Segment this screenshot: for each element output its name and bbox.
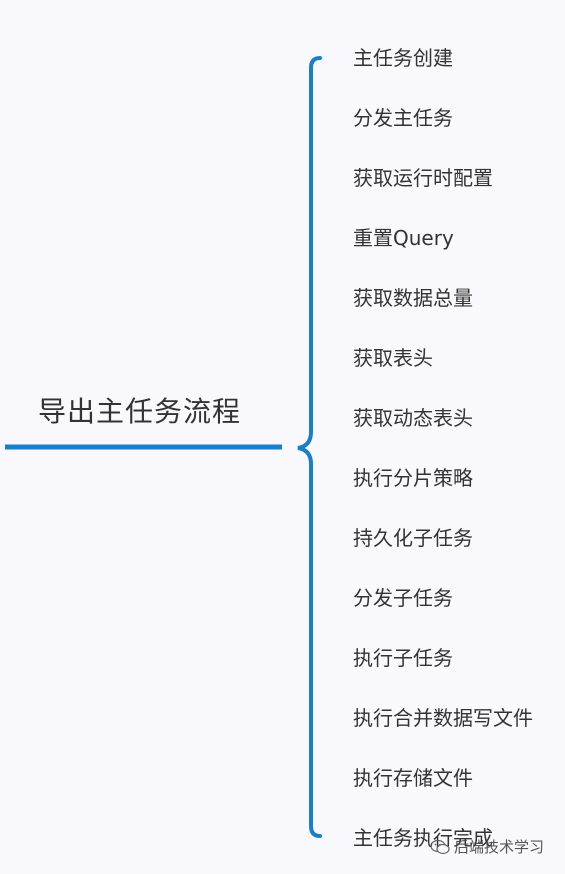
branch-node: 获取数据总量 [353,286,473,310]
watermark: 后端技术学习 [430,836,544,857]
branch-node: 重置Query [353,226,454,250]
branch-node: 获取表头 [353,346,433,370]
branch-bracket [297,56,322,838]
branch-node: 分发子任务 [353,586,453,610]
watermark-text: 后端技术学习 [454,838,545,856]
root-topic: 导出主任务流程 [38,395,242,428]
branch-node: 分发主任务 [353,106,453,130]
branch-node: 获取动态表头 [353,406,473,430]
branch-node: 获取运行时配置 [353,166,493,190]
branch-node: 主任务执行完成 [353,826,493,850]
branch-node: 执行分片策略 [353,466,473,490]
branch-node: 持久化子任务 [353,526,473,550]
branch-node: 主任务创建 [353,46,453,70]
wechat-icon [430,839,450,854]
branch-node: 执行存储文件 [353,766,473,790]
branch-node: 执行合并数据写文件 [353,706,533,730]
branch-node: 执行子任务 [353,646,453,670]
